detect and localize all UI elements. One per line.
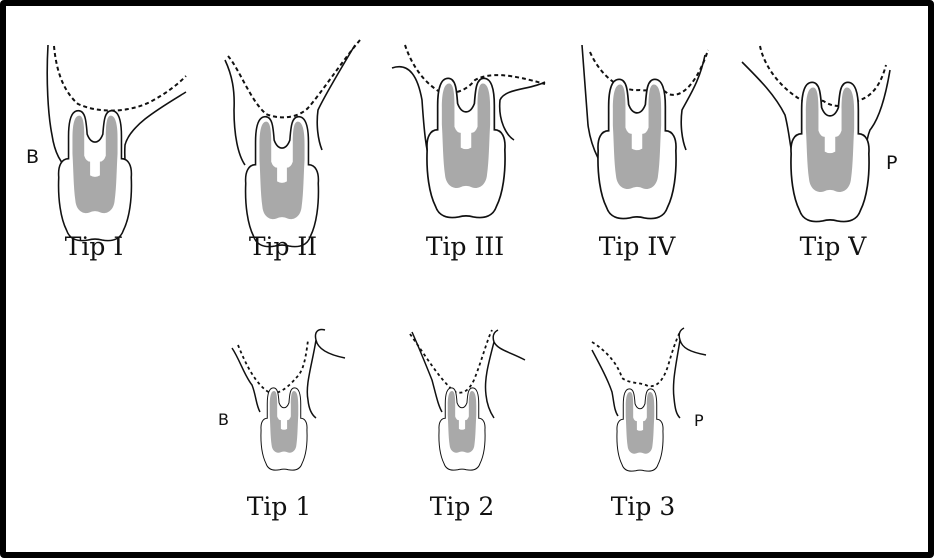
diagram-tip-1-roman <box>47 45 186 241</box>
caption-tip-1: Tip 1 <box>247 492 312 521</box>
sinus-floor-dashed <box>228 40 360 117</box>
bone-outline <box>225 60 245 165</box>
bone-outline <box>317 45 355 150</box>
caption-tip-2: Tip 2 <box>430 492 495 521</box>
buccal-label-bottom: B <box>218 410 229 429</box>
caption-tip-IV: Tip IV <box>599 232 676 261</box>
caption-tip-3: Tip 3 <box>611 492 676 521</box>
bone-outline <box>307 329 345 418</box>
buccal-label-top: B <box>26 146 39 168</box>
caption-tip-I: Tip I <box>65 232 124 261</box>
diagram-tip-4-roman <box>582 45 708 219</box>
bone-outline <box>412 332 442 412</box>
diagram-tip-3-roman <box>392 45 545 218</box>
sinus-floor-dashed <box>405 45 545 93</box>
palatal-label-bottom: P <box>694 411 704 430</box>
bone-outline <box>582 45 598 158</box>
bone-outline <box>485 330 525 418</box>
bone-outline <box>673 328 706 418</box>
sinus-floor-dashed <box>410 330 492 393</box>
bone-outline <box>681 55 705 150</box>
bone-outline <box>47 45 70 170</box>
caption-tip-II: Tip II <box>249 232 317 261</box>
sinus-floor-dashed <box>238 340 308 393</box>
bone-outline <box>500 82 545 140</box>
bone-outline <box>392 67 430 162</box>
diagram-tip-2-arabic <box>410 330 525 470</box>
bone-outline <box>125 92 186 175</box>
sinus-floor-dashed <box>54 46 186 111</box>
bone-outline <box>232 348 260 412</box>
sinus-floor-dashed <box>760 46 886 106</box>
diagram-tip-2-roman <box>225 40 360 247</box>
diagram-tip-3-arabic <box>592 328 706 471</box>
caption-tip-III: Tip III <box>426 232 504 261</box>
bone-outline <box>742 62 794 160</box>
bone-outline <box>592 350 618 416</box>
sinus-floor-dashed <box>592 332 680 386</box>
diagram-tip-1-arabic <box>232 329 345 470</box>
diagram-tip-5-roman <box>742 46 890 222</box>
caption-tip-V: Tip V <box>800 232 867 261</box>
palatal-label-top: P <box>886 152 897 174</box>
